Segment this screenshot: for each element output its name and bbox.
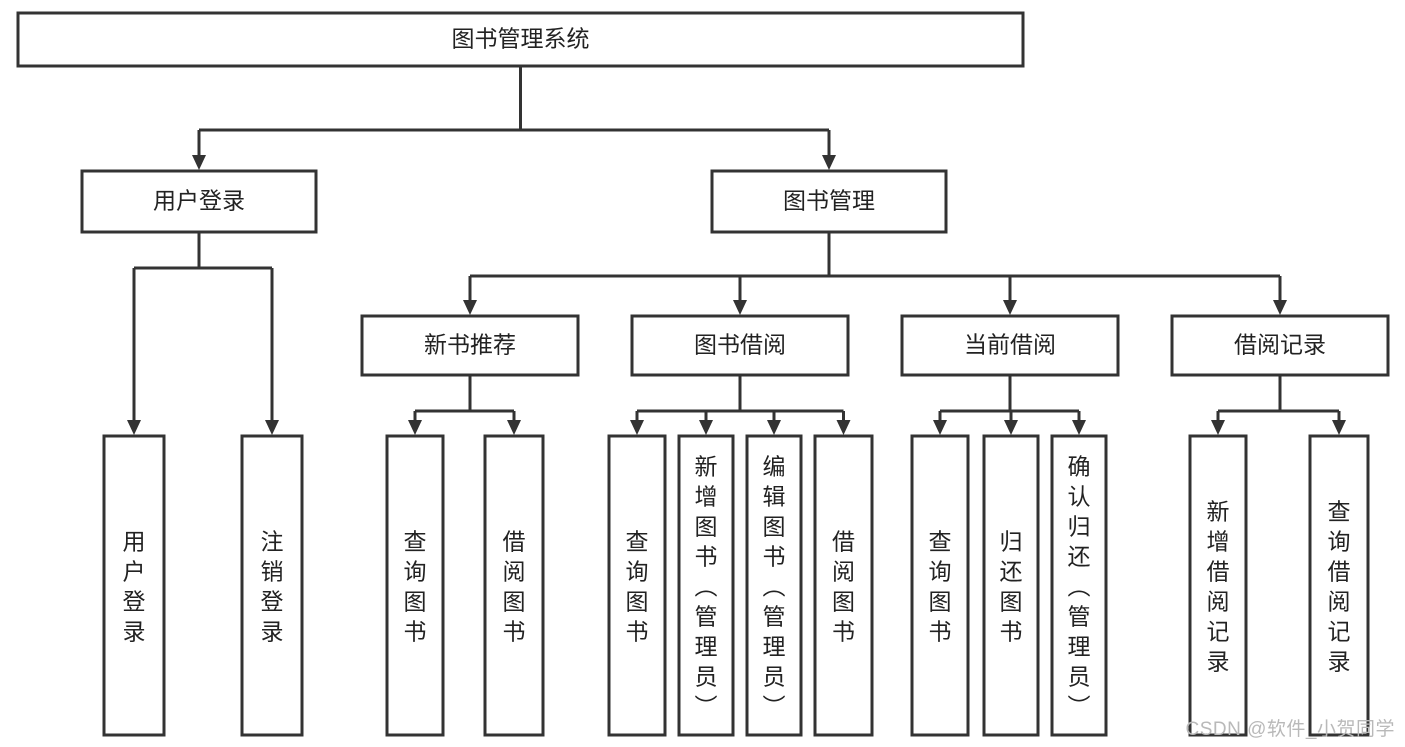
node-label: 查询图书 — [404, 529, 427, 645]
node-box — [813, 434, 874, 737]
node-box — [630, 314, 850, 377]
node-n-book-manage[interactable]: 图书管理 — [710, 169, 948, 234]
node-l-query-book-3[interactable]: 查询图书 — [910, 434, 970, 737]
node-label: 确认归还︵管理员︶ — [1068, 454, 1091, 720]
node-label: 借阅图书 — [832, 529, 855, 645]
node-box — [607, 434, 667, 737]
node-l-user-login[interactable]: 用户登录 — [102, 434, 166, 737]
node-n-borrow-record[interactable]: 借阅记录 — [1170, 314, 1390, 377]
node-l-return-book[interactable]: 归还图书 — [982, 434, 1040, 737]
node-label: 图书管理 — [783, 188, 875, 214]
edges-layer — [127, 66, 1346, 435]
node-box — [982, 434, 1040, 737]
node-label: 新增借阅记录 — [1207, 499, 1230, 675]
node-l-confirm-return[interactable]: 确认归还︵管理员︶ — [1050, 434, 1108, 737]
node-n-book-borrow[interactable]: 图书借阅 — [630, 314, 850, 377]
node-box — [240, 434, 304, 737]
node-label: 查询图书 — [626, 529, 649, 645]
node-box — [1188, 434, 1248, 737]
node-l-borrow-book-1[interactable]: 借阅图书 — [483, 434, 545, 737]
node-label: 图书管理系统 — [452, 26, 590, 52]
node-root[interactable]: 图书管理系统 — [16, 11, 1025, 68]
node-box — [385, 434, 445, 737]
node-label: 用户登录 — [153, 188, 245, 214]
node-box — [1170, 314, 1390, 377]
node-box — [360, 314, 580, 377]
node-box — [710, 169, 948, 234]
node-label: 新书推荐 — [424, 332, 516, 358]
node-label: 归还图书 — [1000, 529, 1023, 645]
node-box — [1308, 434, 1370, 737]
node-l-add-book[interactable]: 新增图书︵管理员︶ — [677, 434, 735, 737]
nodes-layer: 图书管理系统用户登录图书管理新书推荐图书借阅当前借阅借阅记录用户登录注销登录查询… — [16, 11, 1390, 737]
node-box — [677, 434, 735, 737]
node-l-query-book-2[interactable]: 查询图书 — [607, 434, 667, 737]
node-box — [900, 314, 1120, 377]
node-l-edit-book[interactable]: 编辑图书︵管理员︶ — [745, 434, 803, 737]
node-box — [483, 434, 545, 737]
node-box — [102, 434, 166, 737]
node-n-new-book-rec[interactable]: 新书推荐 — [360, 314, 580, 377]
node-label: 注销登录 — [261, 529, 284, 645]
node-l-user-logout[interactable]: 注销登录 — [240, 434, 304, 737]
node-label: 用户登录 — [123, 529, 146, 645]
node-label: 借阅记录 — [1234, 332, 1326, 358]
node-label: 当前借阅 — [964, 332, 1056, 358]
node-l-add-record[interactable]: 新增借阅记录 — [1188, 434, 1248, 737]
node-label: 查询图书 — [929, 529, 952, 645]
node-label: 图书借阅 — [694, 332, 786, 358]
node-box — [910, 434, 970, 737]
node-box — [80, 169, 318, 234]
node-l-query-record[interactable]: 查询借阅记录 — [1308, 434, 1370, 737]
node-label: 查询借阅记录 — [1328, 499, 1351, 675]
node-label: 借阅图书 — [503, 529, 526, 645]
node-box — [1050, 434, 1108, 737]
node-label: 新增图书︵管理员︶ — [695, 454, 718, 720]
node-n-user-login-parent[interactable]: 用户登录 — [80, 169, 318, 234]
node-n-current-borrow[interactable]: 当前借阅 — [900, 314, 1120, 377]
node-l-query-book-1[interactable]: 查询图书 — [385, 434, 445, 737]
node-label: 编辑图书︵管理员︶ — [763, 454, 786, 720]
node-box — [745, 434, 803, 737]
node-box — [16, 11, 1025, 68]
node-l-borrow-book-2[interactable]: 借阅图书 — [813, 434, 874, 737]
